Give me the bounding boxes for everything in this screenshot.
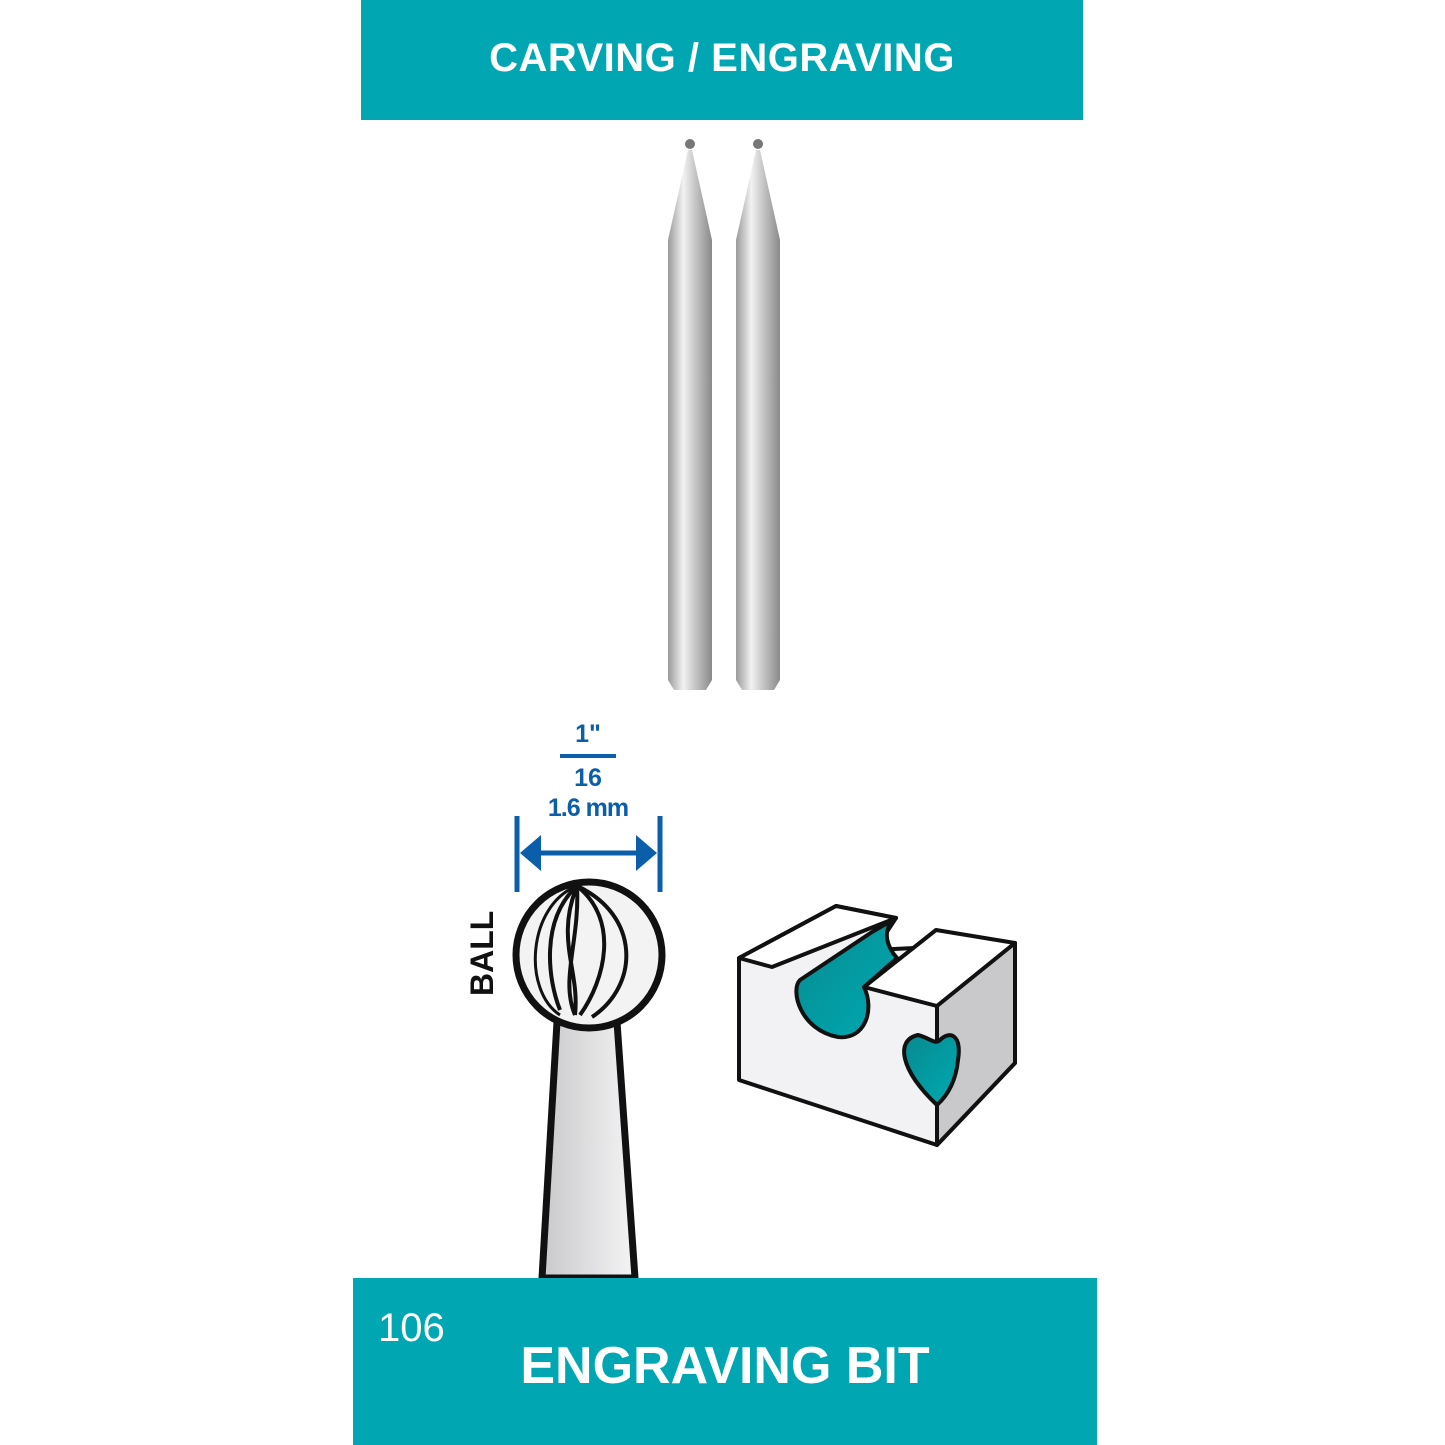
shape-label: BALL <box>464 910 500 996</box>
workpiece-block-icon <box>737 904 1017 1147</box>
engraving-bit-photo-1 <box>668 139 712 690</box>
dimension-metric: 1.6 mm <box>547 794 629 822</box>
product-name: ENGRAVING BIT <box>520 1337 930 1395</box>
dimension-fraction-denominator: 16 <box>574 764 602 792</box>
dimension-arrow <box>514 754 663 892</box>
ball-bit-diagram <box>512 878 666 1282</box>
product-banner: 106 ENGRAVING BIT <box>353 1278 1097 1445</box>
dimension-fraction-numerator: 1" <box>575 720 601 748</box>
category-banner: CARVING / ENGRAVING <box>361 0 1083 120</box>
category-title: CARVING / ENGRAVING <box>489 36 955 80</box>
model-number: 106 <box>378 1306 445 1350</box>
engraving-bit-photo-2 <box>736 139 780 690</box>
